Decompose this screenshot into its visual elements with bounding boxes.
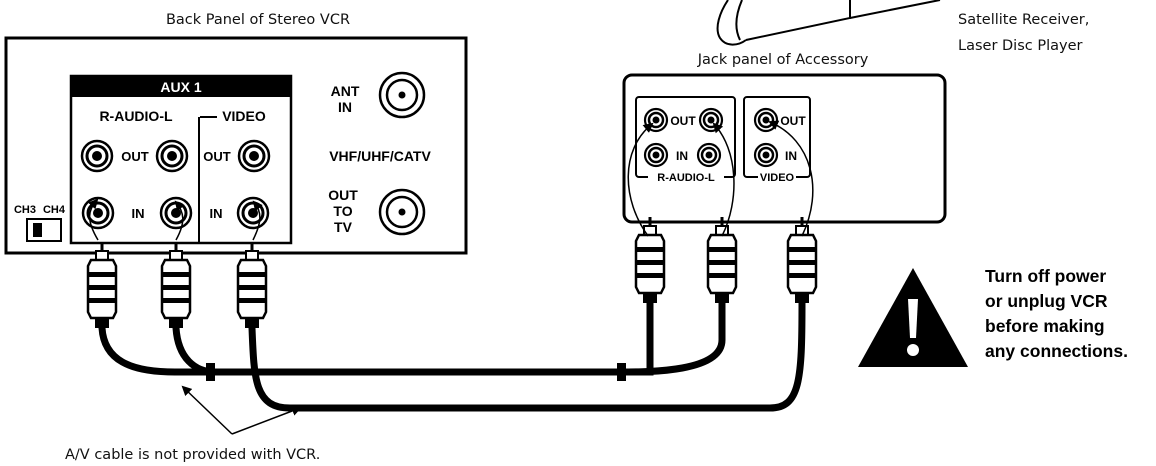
warning-line-3: before making bbox=[985, 316, 1105, 336]
av-cable bbox=[98, 299, 806, 412]
aux1-label: AUX 1 bbox=[160, 79, 201, 95]
accessory-video-label: VIDEO bbox=[760, 172, 795, 184]
accessory-list-line-2: Laser Disc Player bbox=[958, 38, 1082, 54]
accessory-audio-label: R-AUDIO-L bbox=[657, 172, 715, 184]
vcr-video-label: VIDEO bbox=[222, 108, 266, 124]
ch3-label: CH3 bbox=[14, 204, 36, 216]
accessory-list-line-1: Satellite Receiver, bbox=[958, 12, 1089, 28]
accessory-video-out-jack[interactable] bbox=[753, 107, 779, 133]
accessory-video-in-label: IN bbox=[785, 149, 797, 163]
ant-in-label-2: IN bbox=[338, 99, 352, 115]
cable-plug-video-vcr bbox=[235, 240, 269, 330]
cable-note: A/V cable is not provided with VCR. bbox=[65, 447, 320, 463]
ant-in-connector[interactable] bbox=[378, 71, 426, 119]
vcr-audio-out-label: OUT bbox=[121, 149, 149, 164]
accessory-video-in-jack[interactable] bbox=[753, 142, 779, 168]
accessory-panel-title: Jack panel of Accessory bbox=[697, 52, 869, 68]
ant-in-label-1: ANT bbox=[331, 83, 360, 99]
vcr-audio-out-l-jack[interactable] bbox=[155, 139, 189, 173]
cable-plug-audio-l-vcr bbox=[159, 240, 193, 330]
accessory-audio-in-l-jack[interactable] bbox=[696, 142, 722, 168]
warning-line-1: Turn off power bbox=[985, 266, 1106, 286]
out-to-tv-label-3: TV bbox=[334, 219, 353, 235]
vcr-audio-in-r-jack[interactable] bbox=[81, 196, 115, 230]
accessory-audio-in-r-jack[interactable] bbox=[643, 142, 669, 168]
accessory-audio-out-l-jack[interactable] bbox=[698, 107, 724, 133]
vcr-audio-in-label: IN bbox=[132, 206, 145, 221]
accessory-video-section bbox=[743, 96, 811, 178]
vcr-audio-out-r-jack[interactable] bbox=[80, 139, 114, 173]
vcr-audio-label: R-AUDIO-L bbox=[99, 108, 173, 124]
cable-plug-audio-l-accessory bbox=[705, 215, 739, 305]
warning-line-4: any connections. bbox=[985, 341, 1128, 361]
vhf-uhf-catv-label: VHF/UHF/CATV bbox=[329, 148, 431, 164]
cable-plug-audio-r-accessory bbox=[633, 215, 667, 305]
accessory-video-out-label: OUT bbox=[780, 114, 806, 128]
accessory-audio-in-label: IN bbox=[676, 149, 688, 163]
ch4-label: CH4 bbox=[43, 204, 66, 216]
cable-plug-audio-r-vcr bbox=[85, 240, 119, 330]
vcr-video-in-label: IN bbox=[210, 206, 223, 221]
warning-line-2: or unplug VCR bbox=[985, 291, 1108, 311]
vcr-video-out-label: OUT bbox=[203, 149, 231, 164]
warning-icon bbox=[858, 268, 968, 367]
out-to-tv-label-2: TO bbox=[333, 203, 352, 219]
channel-switch[interactable] bbox=[26, 218, 62, 242]
out-to-tv-label-1: OUT bbox=[328, 187, 358, 203]
accessory-device-icon bbox=[716, 0, 941, 46]
vcr-video-in-jack[interactable] bbox=[236, 196, 270, 230]
vcr-video-out-jack[interactable] bbox=[237, 139, 271, 173]
accessory-audio-out-label: OUT bbox=[670, 114, 696, 128]
vcr-panel-title: Back Panel of Stereo VCR bbox=[166, 12, 350, 28]
connection-arrows bbox=[87, 120, 814, 435]
cable-plug-video-accessory bbox=[785, 215, 819, 305]
out-to-tv-connector[interactable] bbox=[378, 188, 426, 236]
